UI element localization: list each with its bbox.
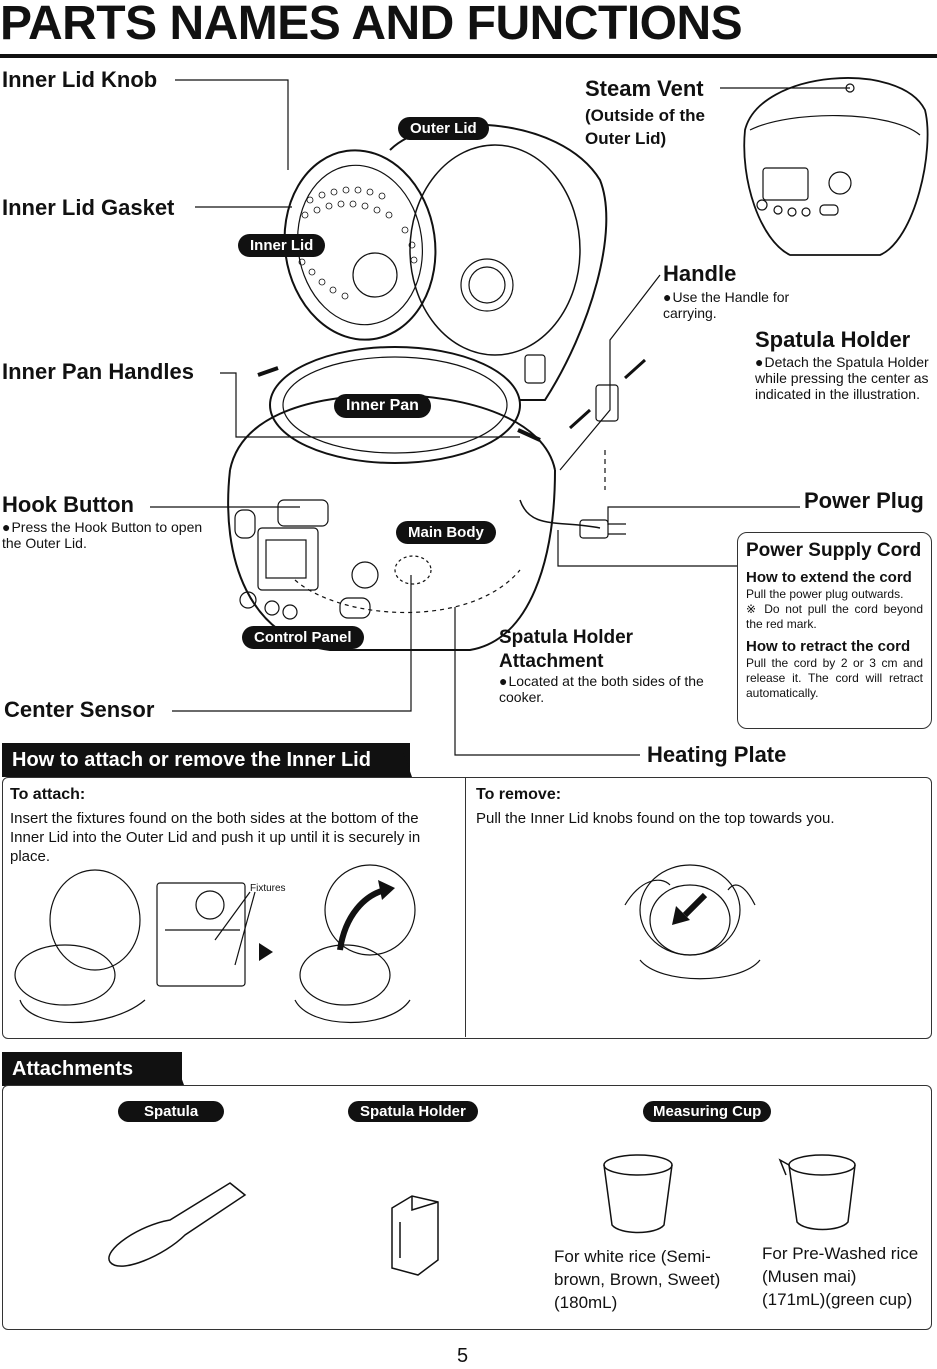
display-window bbox=[257, 527, 319, 591]
note-hook-button: Press the Hook Button to open the Outer … bbox=[2, 519, 207, 551]
leader-handle bbox=[559, 274, 661, 471]
label-spatula-holder-attachment: Spatula Holder Attachment bbox=[499, 627, 634, 672]
spatula-holder-shape bbox=[595, 384, 619, 422]
attach-text: Insert the fixtures found on the both si… bbox=[10, 810, 421, 865]
attachments-panel bbox=[2, 1085, 932, 1330]
retract-cord-title: How to retract the cord bbox=[746, 638, 911, 655]
power-plug-shape bbox=[579, 519, 609, 539]
label-heating-plate: Heating Plate bbox=[647, 742, 787, 767]
leader-inner-lid-knob bbox=[175, 79, 289, 170]
note-handle: Use the Handle for carrying. bbox=[663, 289, 823, 321]
leader-heating-plate bbox=[454, 607, 640, 756]
note-steam-vent: (Outside of the Outer Lid) bbox=[585, 106, 705, 148]
remove-text: Pull the Inner Lid knobs found on the to… bbox=[476, 810, 835, 827]
retract-cord-text: Pull the cord by 2 or 3 cm and release i… bbox=[746, 656, 923, 700]
main-body-shape bbox=[227, 469, 556, 651]
inner-lid-section-heading: How to attach or remove the Inner Lid bbox=[2, 743, 410, 777]
tag-spatula: Spatula bbox=[118, 1101, 225, 1122]
tag-inner-pan: Inner Pan bbox=[334, 394, 431, 418]
leader-inner-pan-handles bbox=[220, 372, 520, 438]
tag-measuring-cup: Measuring Cup bbox=[643, 1101, 772, 1122]
tag-spatula-holder: Spatula Holder bbox=[348, 1101, 478, 1122]
power-cord-box: Power Supply Cord How to extend the cord… bbox=[737, 532, 932, 729]
label-power-plug: Power Plug bbox=[804, 488, 924, 513]
outer-lid-inner-rim bbox=[409, 144, 581, 356]
tag-inner-lid: Inner Lid bbox=[238, 234, 326, 257]
tag-control-panel: Control Panel bbox=[242, 626, 364, 649]
remove-title: To remove: bbox=[476, 786, 562, 803]
spatula-shape bbox=[108, 1182, 247, 1267]
page-title: PARTS NAMES AND FUNCTIONS bbox=[0, 0, 743, 50]
steam-port bbox=[460, 258, 514, 312]
label-inner-pan-handles: Inner Pan Handles bbox=[2, 359, 194, 384]
inner-lid-panel bbox=[2, 777, 932, 1039]
measuring-cup-2 bbox=[788, 1154, 856, 1176]
leader-power-plug bbox=[607, 506, 800, 525]
label-hook-button: Hook Button bbox=[2, 492, 134, 517]
title-divider bbox=[0, 54, 937, 58]
label-inner-lid-knob: Inner Lid Knob bbox=[2, 67, 158, 92]
tag-main-body: Main Body bbox=[396, 521, 496, 544]
extend-cord-warning: ※ Do not pull the cord beyond the red ma… bbox=[746, 602, 923, 631]
label-handle: Handle bbox=[663, 261, 737, 286]
leader-power-cord bbox=[557, 530, 738, 567]
spatula-holder-small bbox=[391, 1195, 439, 1276]
inner-lid-vent-holes bbox=[298, 186, 418, 300]
tag-outer-lid: Outer Lid bbox=[398, 117, 489, 140]
label-inner-lid-gasket: Inner Lid Gasket bbox=[2, 195, 175, 220]
inner-pan-rim bbox=[269, 346, 521, 464]
label-center-sensor: Center Sensor bbox=[4, 697, 155, 722]
label-steam-vent: Steam Vent bbox=[585, 76, 704, 101]
attachments-heading: Attachments bbox=[2, 1052, 182, 1086]
page-number: 5 bbox=[457, 1345, 469, 1367]
extend-cord-title: How to extend the cord bbox=[746, 569, 912, 586]
cup1-text: For white rice (Semi-brown, Brown, Sweet… bbox=[554, 1247, 721, 1312]
measuring-cup-1 bbox=[603, 1154, 673, 1176]
cup2-text: For Pre-Washed rice (Musen mai) (171mL)(… bbox=[762, 1244, 919, 1309]
extend-cord-text: Pull the power plug outwards. bbox=[746, 587, 904, 601]
attach-title: To attach: bbox=[10, 786, 86, 803]
note-spatula-holder-attachment: Located at the both sides of the cooker. bbox=[499, 673, 724, 705]
mini-cooker-shape bbox=[743, 77, 929, 256]
note-spatula-holder: Detach the Spatula Holder while pressing… bbox=[755, 354, 935, 402]
fixtures-label: Fixtures bbox=[250, 883, 286, 894]
label-spatula-holder: Spatula Holder bbox=[755, 327, 911, 352]
panel-divider bbox=[465, 778, 466, 1037]
leader-center-sensor bbox=[172, 575, 412, 712]
power-cord-title: Power Supply Cord bbox=[746, 540, 922, 561]
